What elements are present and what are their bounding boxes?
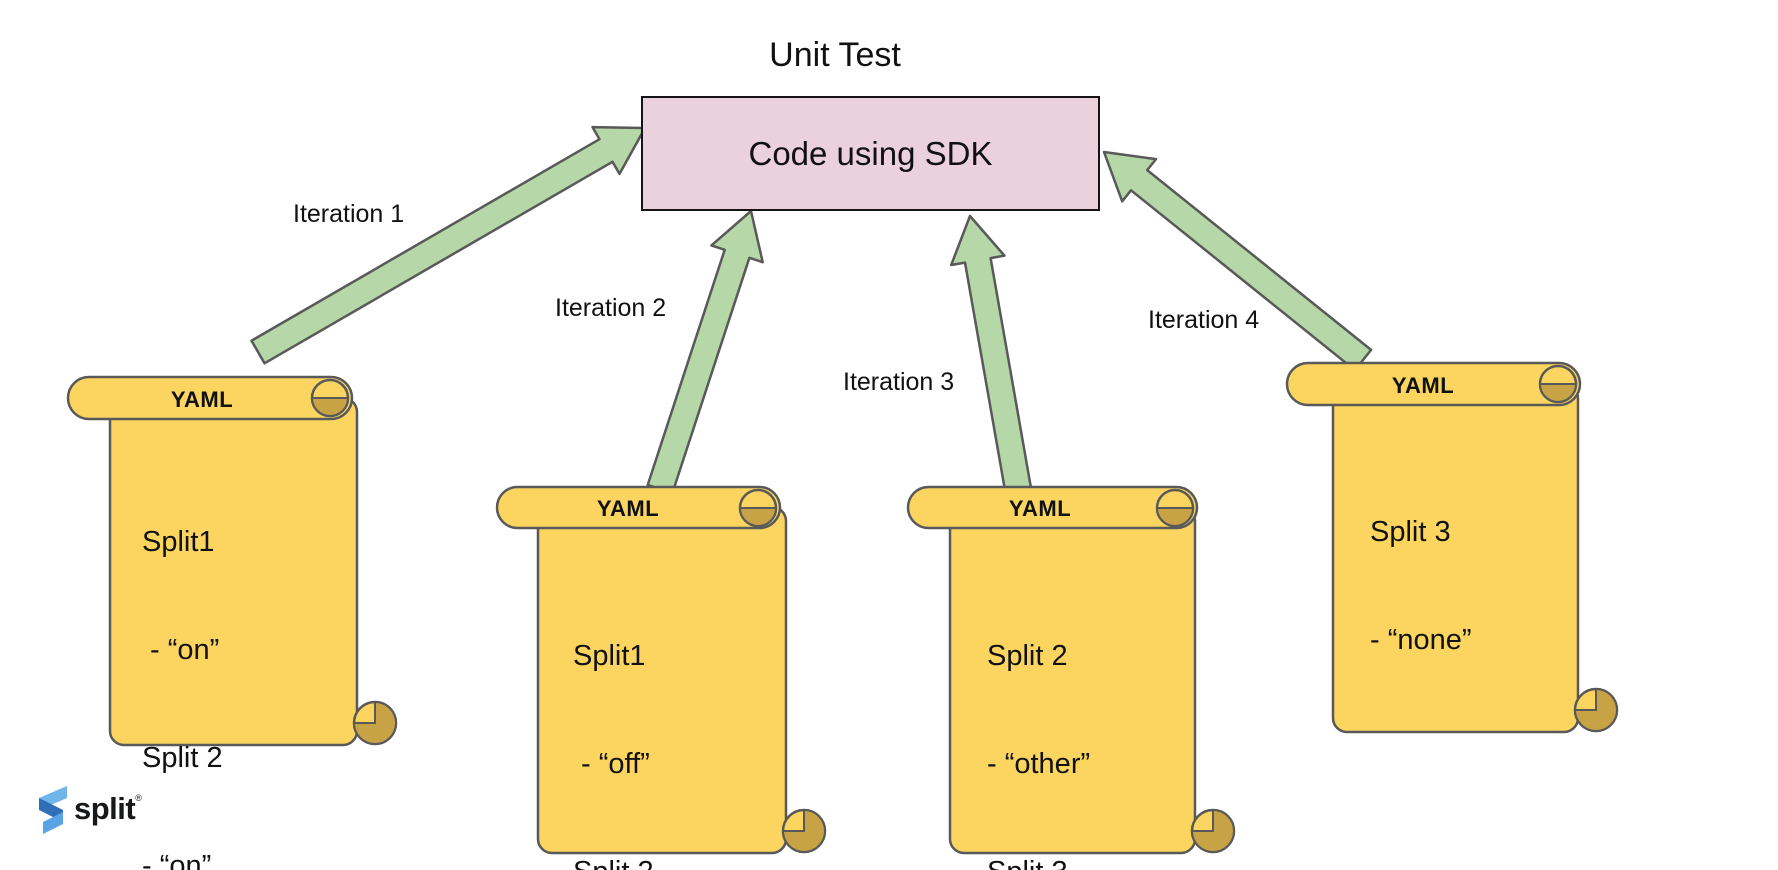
scroll-header-tube — [66, 375, 354, 421]
scroll-header-tube — [906, 485, 1199, 530]
sdk-box: Code using SDK — [641, 96, 1100, 211]
scroll-line: Split 3 — [987, 854, 1090, 870]
scroll-line: - “off” — [573, 748, 650, 780]
trademark-symbol: ® — [135, 793, 142, 803]
scroll-top-curl-icon — [738, 488, 778, 528]
iteration-3-label: Iteration 3 — [843, 368, 955, 396]
scroll-top-curl-icon — [1538, 364, 1578, 404]
split-logo-text: split® — [74, 791, 142, 827]
scroll-line: - “on” — [142, 850, 212, 870]
scroll-line: Split 2 — [142, 742, 223, 774]
scroll-line: - “on” — [142, 634, 220, 666]
scroll-line: - “other” — [987, 748, 1091, 780]
scroll-line: Split1 — [142, 526, 215, 558]
scroll-1-content: Split1 - “on” Split 2 - “on” Split 3 - “… — [142, 452, 234, 870]
scroll-header-tube — [1285, 361, 1582, 407]
scroll-3-header-label: YAML — [1008, 496, 1072, 521]
scroll-1-header-label: YAML — [170, 387, 234, 412]
scroll-line: - “none” — [1370, 624, 1472, 656]
scroll-2-content: Split1 - “off” Split 2 - “off” Split 3 -… — [573, 566, 713, 870]
scroll-bottom-curl-icon — [781, 808, 827, 854]
scroll-header-tube — [495, 485, 782, 530]
split-logo-icon — [39, 786, 67, 834]
iteration-3-arrow — [949, 214, 1033, 493]
iteration-1-label: Iteration 1 — [293, 200, 405, 228]
scroll-line: Split1 — [573, 640, 646, 672]
scroll-4-content: Split 3 - “none” — [1370, 442, 1472, 730]
scroll-line: Split 2 — [987, 640, 1068, 672]
scroll-bottom-curl-icon — [352, 700, 398, 746]
scroll-top-curl-icon — [310, 378, 350, 418]
iteration-4-label: Iteration 4 — [1148, 306, 1260, 334]
yaml-scroll-4 — [1285, 361, 1619, 734]
sdk-box-label: Code using SDK — [748, 134, 993, 172]
yaml-scroll-1 — [66, 375, 398, 747]
scroll-top-curl-icon — [1155, 488, 1195, 528]
scroll-line: Split 2 — [573, 854, 713, 870]
scroll-3-content: Split 2 - “other” Split 3 - “low” — [987, 566, 1090, 870]
iteration-2-arrow — [646, 209, 764, 495]
yaml-scroll-2 — [495, 485, 827, 855]
page-title: Unit Test — [769, 36, 901, 74]
iteration-1-arrow — [250, 125, 647, 365]
split-logo-wordmark: split — [74, 791, 136, 826]
scroll-4-header-label: YAML — [1391, 373, 1455, 398]
scroll-bottom-curl-icon — [1190, 808, 1236, 854]
iteration-4-arrow — [1102, 150, 1373, 372]
scroll-2-header-label: YAML — [596, 496, 660, 521]
scroll-bottom-curl-icon — [1573, 687, 1619, 733]
yaml-scroll-3 — [906, 485, 1236, 855]
iteration-2-label: Iteration 2 — [555, 294, 667, 322]
scroll-line: Split 3 — [1370, 516, 1451, 548]
